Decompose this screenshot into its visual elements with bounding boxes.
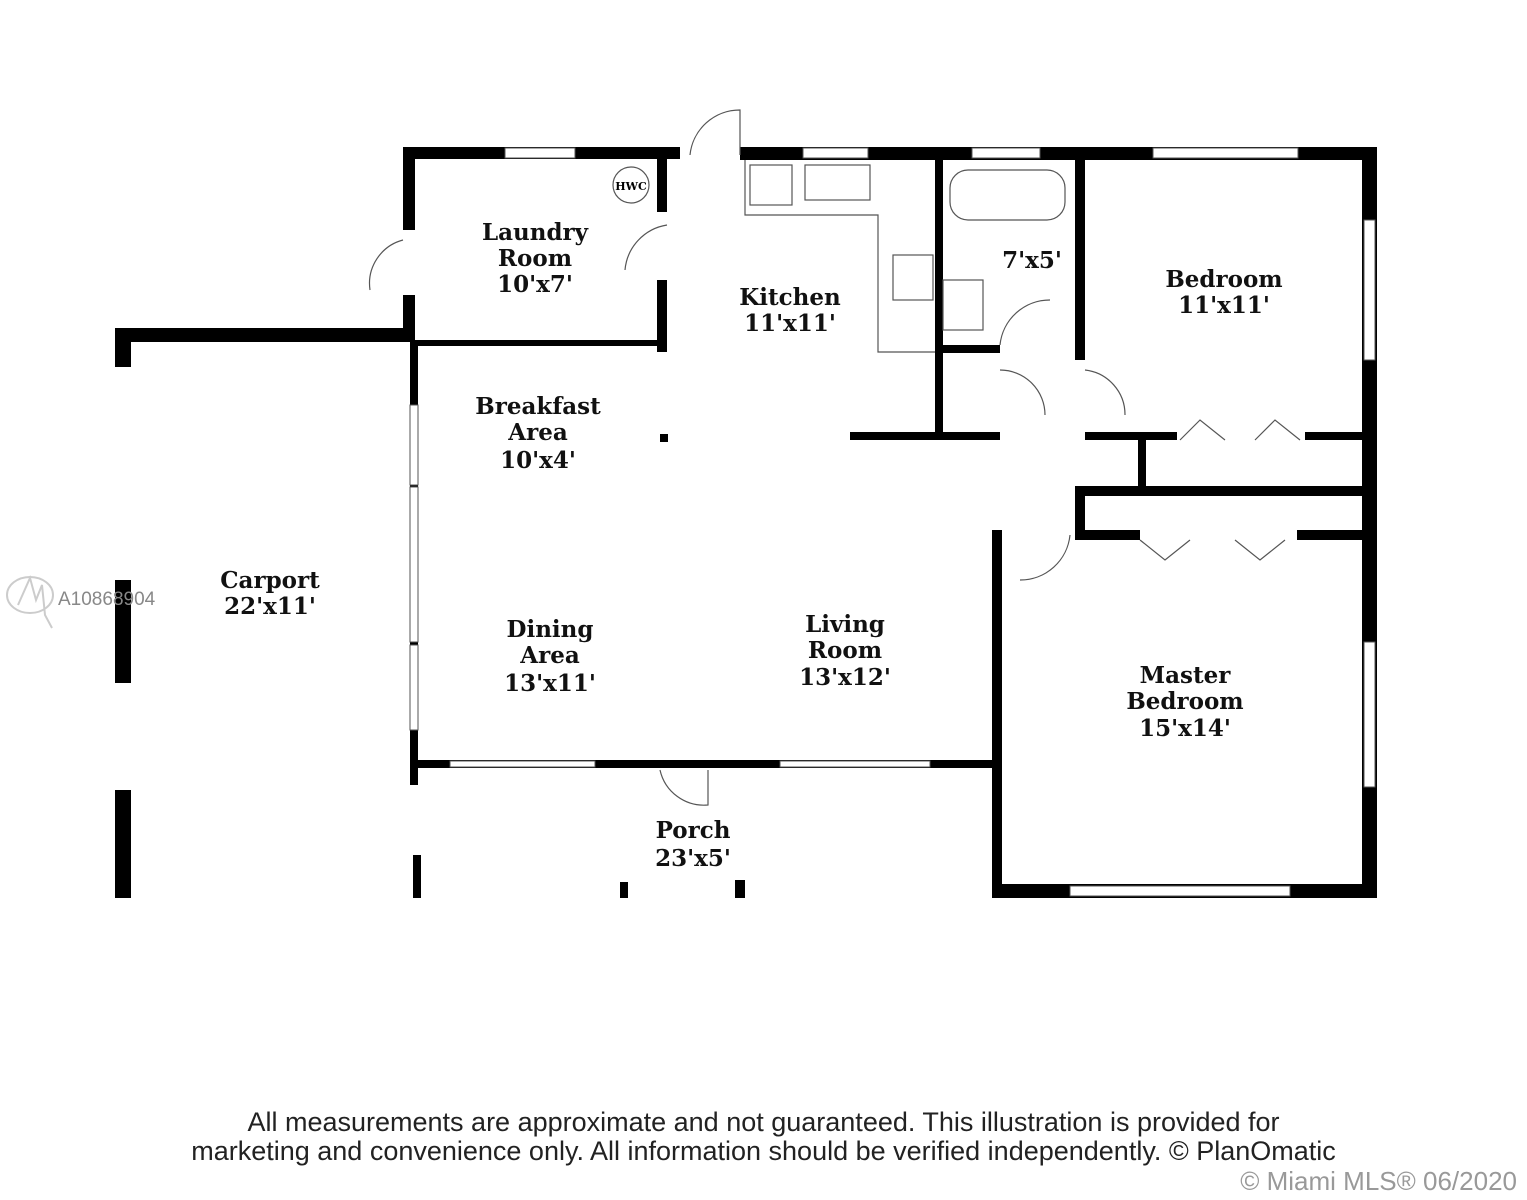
kitchen-size: 11'x11' bbox=[744, 310, 836, 337]
porch-size: 23'x5' bbox=[655, 845, 731, 872]
disclaimer: All measurements are approximate and not… bbox=[0, 1108, 1527, 1166]
porch-label: Porch bbox=[656, 817, 731, 844]
bedroom-size: 11'x11' bbox=[1178, 292, 1270, 319]
room-labels: Laundry Room 10'x7' HWC Kitchen 11'x11' … bbox=[220, 180, 1282, 872]
bath-size: 7'x5' bbox=[1002, 247, 1062, 274]
kitchen-label: Kitchen bbox=[739, 284, 841, 311]
mls-logo-icon bbox=[6, 575, 54, 629]
laundry-label: Laundry bbox=[482, 219, 589, 246]
disclaimer-line-2: marketing and convenience only. All info… bbox=[191, 1136, 1336, 1166]
carport-size: 22'x11' bbox=[224, 593, 316, 620]
disclaimer-line-1: All measurements are approximate and not… bbox=[247, 1107, 1280, 1137]
living-label: Living bbox=[805, 611, 885, 638]
laundry-label-2: Room bbox=[498, 245, 572, 272]
walls bbox=[115, 147, 1377, 898]
master-label-2: Bedroom bbox=[1126, 688, 1243, 715]
living-size: 13'x12' bbox=[799, 664, 891, 691]
laundry-size: 10'x7' bbox=[497, 271, 573, 298]
dining-size: 13'x11' bbox=[504, 670, 596, 697]
dining-label: Dining bbox=[507, 616, 594, 643]
hwc-label: HWC bbox=[615, 180, 647, 193]
breakfast-label: Breakfast bbox=[475, 393, 601, 420]
breakfast-label-2: Area bbox=[507, 419, 568, 446]
living-label-2: Room bbox=[808, 637, 882, 664]
master-label: Master bbox=[1140, 662, 1232, 689]
listing-id: A10868904 bbox=[58, 589, 156, 610]
bedroom-label: Bedroom bbox=[1165, 266, 1282, 293]
dining-label-2: Area bbox=[519, 642, 580, 669]
fixtures bbox=[368, 109, 1301, 806]
breakfast-size: 10'x4' bbox=[500, 447, 576, 474]
master-size: 15'x14' bbox=[1139, 715, 1231, 742]
carport-label: Carport bbox=[220, 567, 320, 594]
mls-copyright: © Miami MLS® 06/2020 bbox=[1240, 1166, 1517, 1196]
